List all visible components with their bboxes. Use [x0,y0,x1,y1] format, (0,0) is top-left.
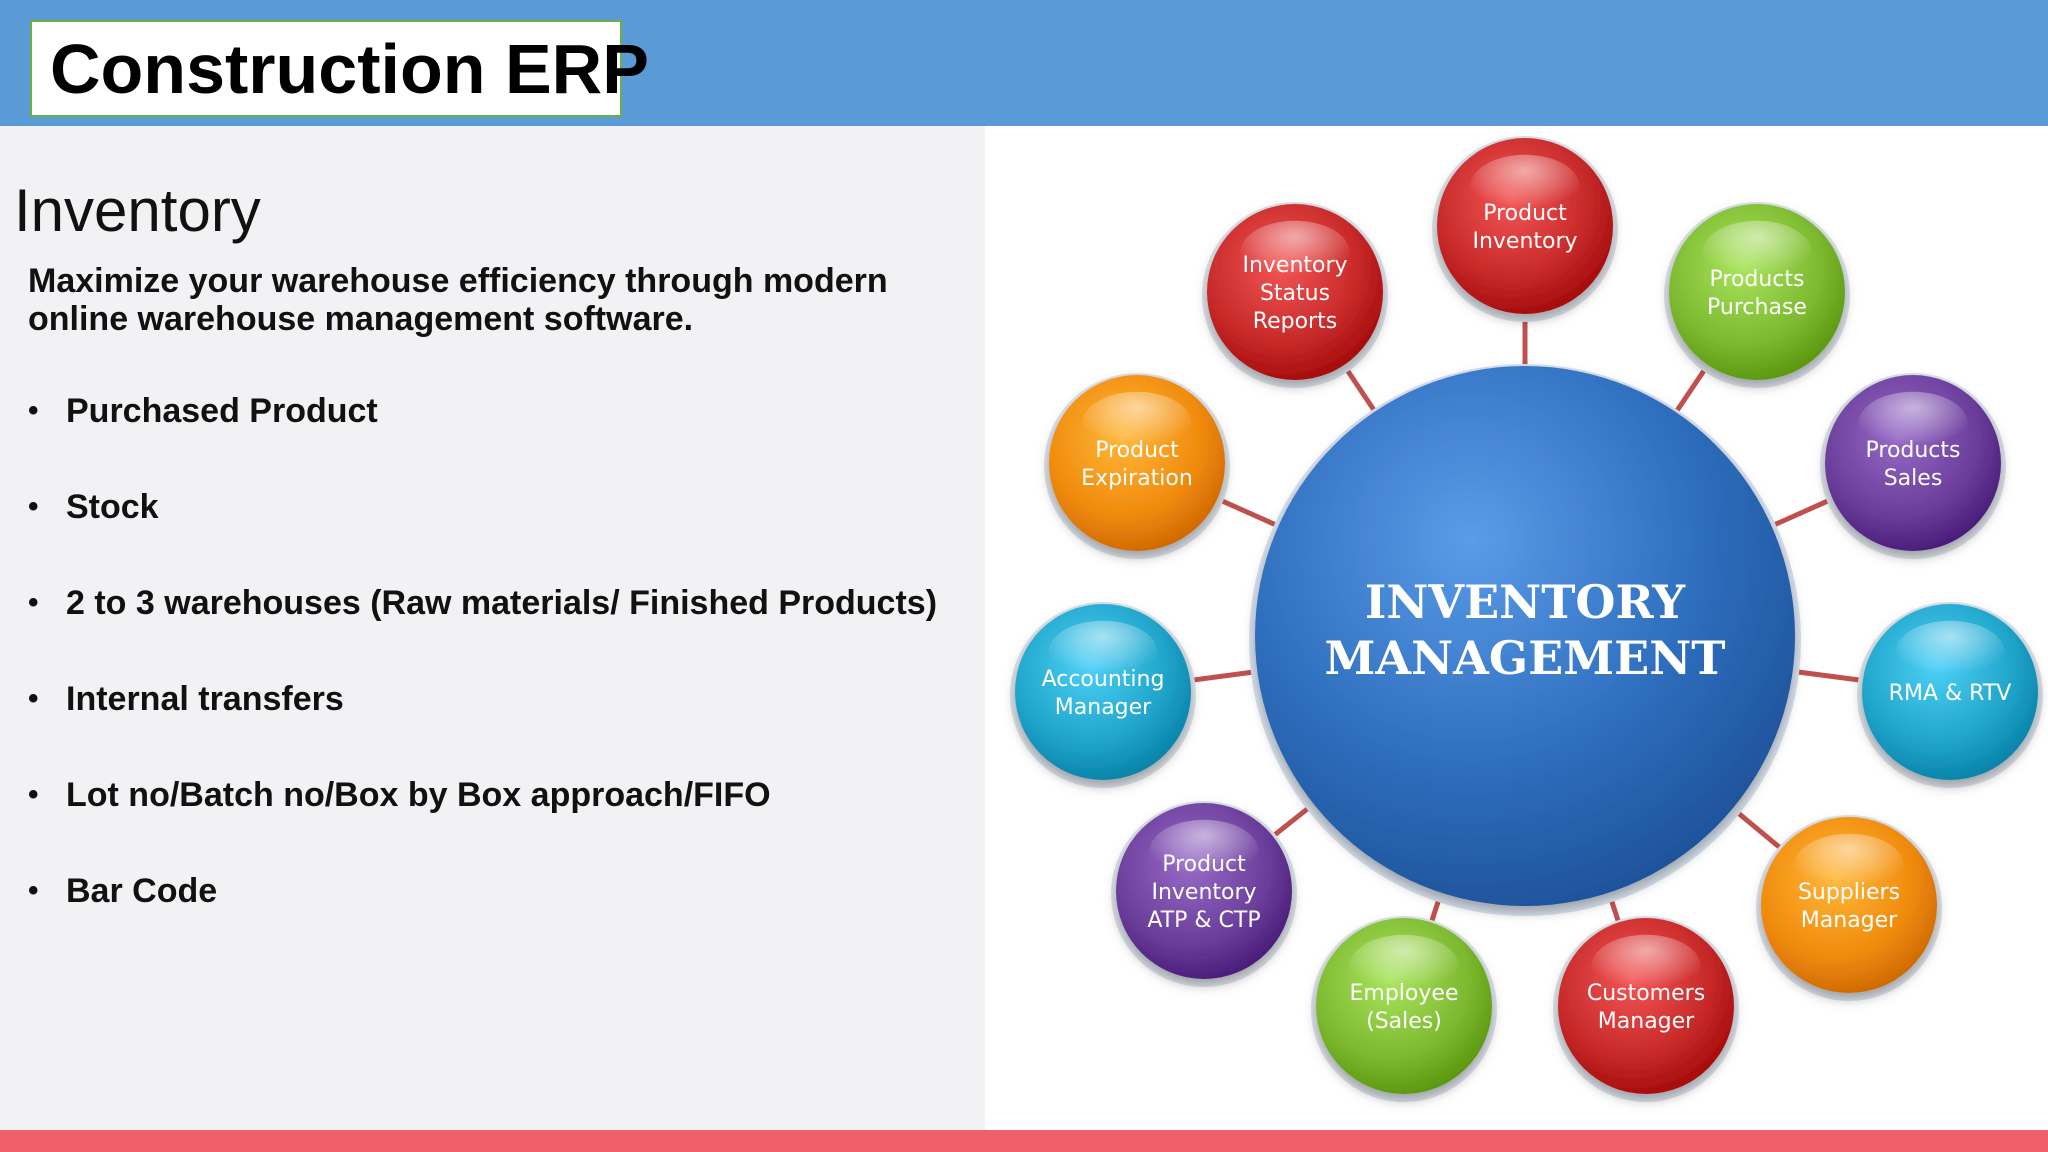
diagram-node: RMA & RTV [1857,602,2043,788]
node-label: Inventory [1242,253,1347,278]
list-item: • Internal transfers [28,672,978,768]
node-highlight [1702,220,1812,285]
node-label: Product [1483,201,1567,226]
list-item: • Bar Code [28,864,978,960]
node-label: Product [1095,438,1179,463]
diagram-node: Employee (Sales) [1311,916,1497,1102]
node-label: Product [1162,852,1246,877]
list-item: • Stock [28,480,978,576]
node-highlight [1082,391,1192,456]
node-label: Status [1260,281,1330,306]
node-label: Customers [1587,981,1705,1006]
list-item: • 2 to 3 warehouses (Raw materials/ Finis… [28,576,978,672]
node-highlight [1149,819,1259,884]
list-item-label: 2 to 3 warehouses (Raw materials/ Finish… [66,584,938,622]
node-label: Purchase [1707,295,1807,320]
list-item-label: Internal transfers [66,680,344,718]
list-item-label: Bar Code [66,872,218,910]
diagram-nodes: ProductInventoryProductsPurchaseProducts… [1010,136,2043,1102]
connector-line [1185,668,1262,684]
node-label: Products [1710,267,1805,292]
section-title: Inventory [14,177,261,244]
node-highlight [1048,620,1158,685]
bullet-dot-icon: • [28,394,39,427]
bullet-dot-icon: • [28,682,39,715]
list-item-label: Stock [66,488,159,526]
node-highlight [1794,833,1904,898]
list-item-label: Lot no/Batch no/Box by Box approach/FIFO [66,776,771,814]
node-label: RMA & RTV [1889,681,2012,706]
connector-line [1788,668,1868,684]
content-panel [0,126,985,1130]
node-label: Accounting [1042,667,1165,692]
node-label: Manager [1055,695,1152,720]
node-label: Inventory [1472,229,1577,254]
center-label-line-1: INVENTORY [1365,575,1686,629]
title-box: Construction ERP [30,20,649,117]
node-label: Manager [1801,908,1898,933]
intro-text: Maximize your warehouse efficiency throu… [28,262,958,338]
bullet-dot-icon: • [28,490,39,523]
node-label: Inventory [1151,880,1256,905]
node-highlight [1240,220,1350,285]
node-label: Expiration [1081,466,1193,491]
connector-line [1212,494,1284,530]
node-label: Suppliers [1798,880,1900,905]
intro-line-1: Maximize your warehouse efficiency throu… [28,262,888,300]
connector-line [1766,494,1838,530]
list-item: • Lot no/Batch no/Box by Box approach/FIF… [28,768,978,864]
list-item: • Purchased Product [28,384,978,480]
node-label: Sales [1884,466,1943,491]
node-label: Employee [1350,981,1459,1006]
footer-bar [0,1130,2048,1152]
node-highlight [1858,391,1968,456]
feature-list: • Purchased Product • Stock • 2 to 3 wareho… [28,384,978,960]
node-label: (Sales) [1366,1009,1442,1034]
list-item-label: Purchased Product [66,392,378,430]
page-title: Construction ERP [50,29,649,108]
node-label: Products [1866,438,1961,463]
center-label-line-2: MANAGEMENT [1325,631,1726,685]
node-label: ATP & CTP [1147,908,1260,933]
node-highlight [1349,934,1459,999]
header-bar: Construction ERP [0,0,2048,126]
bullet-dot-icon: • [28,778,39,811]
node-label: Manager [1598,1009,1695,1034]
node-highlight [1895,620,2005,685]
node-highlight [1591,934,1701,999]
node-highlight [1470,154,1580,219]
center-circle [1255,366,1795,906]
bullet-dot-icon: • [28,874,39,907]
node-label: Reports [1253,309,1337,334]
bullet-dot-icon: • [28,586,39,619]
intro-line-2: online warehouse management software. [28,300,694,338]
